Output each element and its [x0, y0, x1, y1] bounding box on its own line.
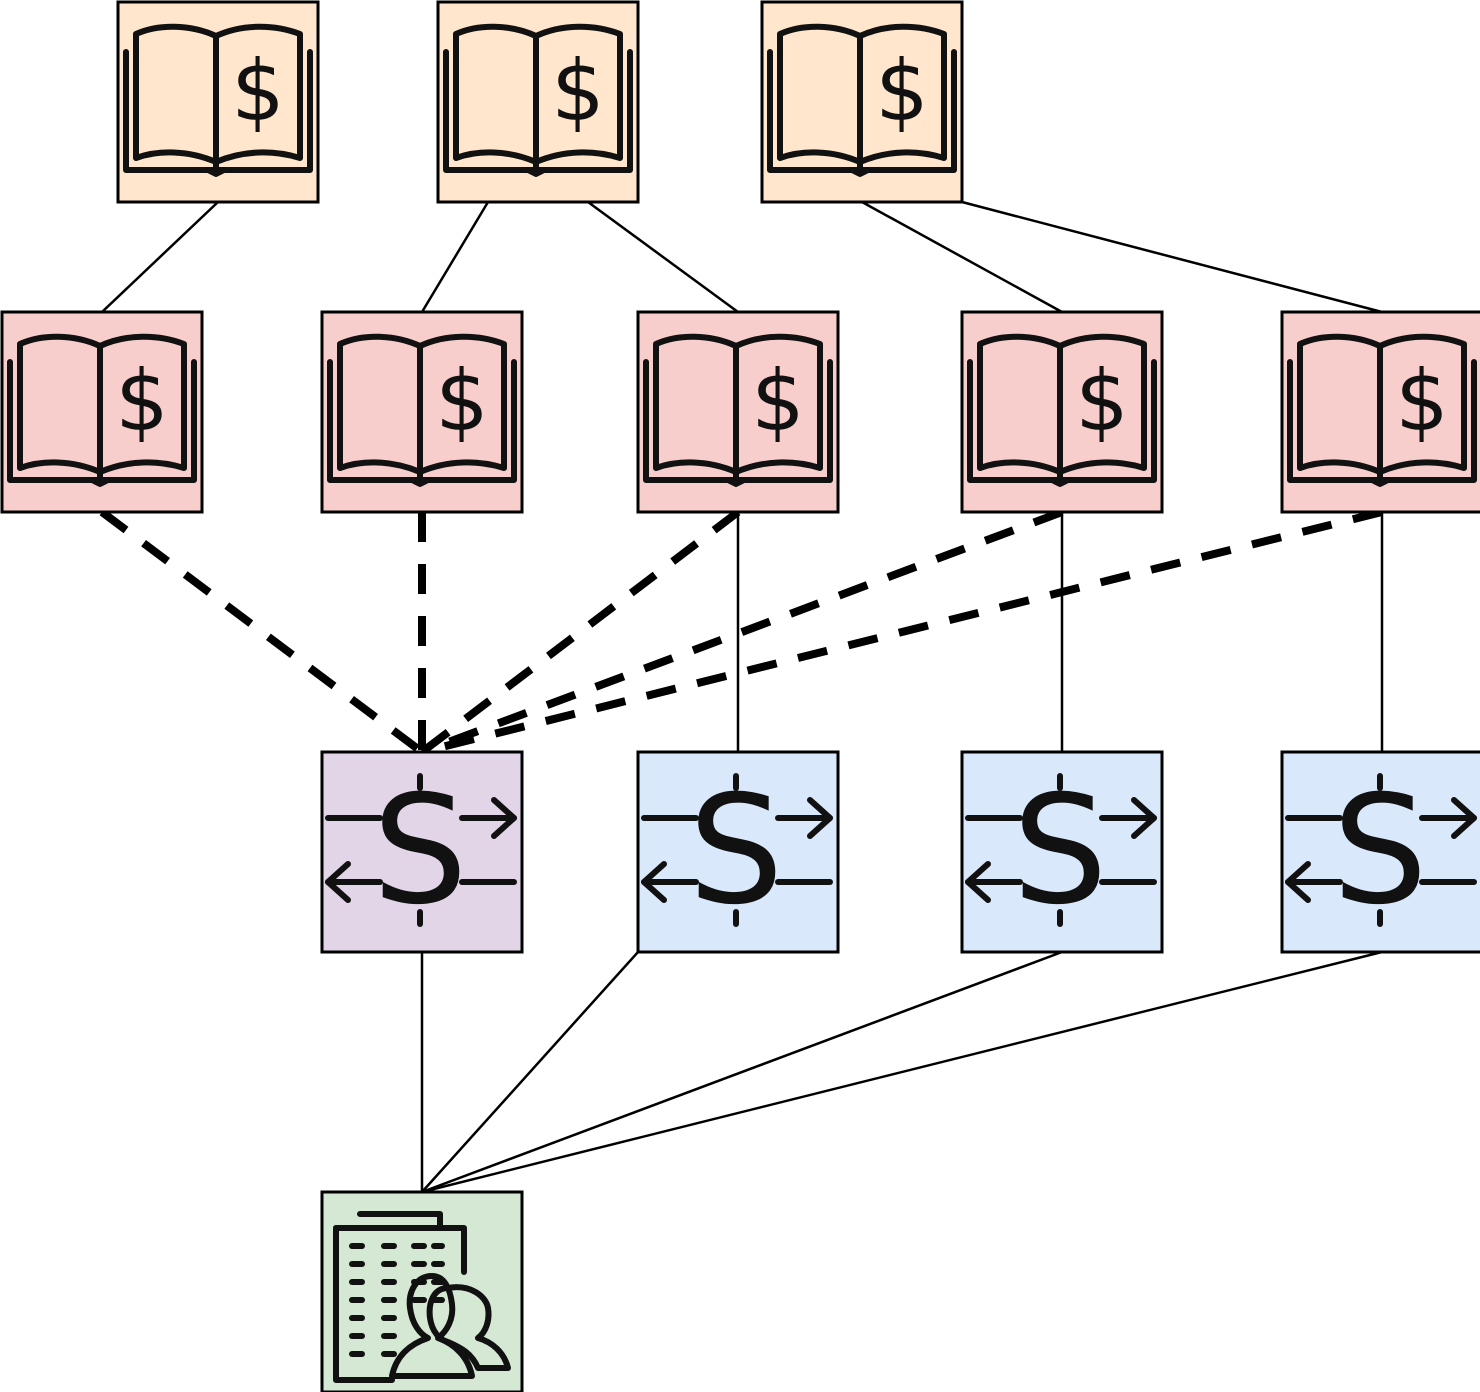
ledger-book-dollar-icon: $: [7, 333, 197, 487]
node-ledger-top-3[interactable]: $: [760, 0, 964, 204]
dollar-exchange-arrows-icon: S: [965, 764, 1157, 938]
edge-ledger-top-1-to-ledger-mid-1: [101, 201, 219, 313]
dollar-s-glyph: S: [1332, 764, 1427, 938]
edge-ledger-mid-3-to-transaction-consolidated: [419, 508, 741, 756]
edge-ledger-top-2-to-ledger-mid-2: [420, 201, 490, 313]
office-building-people-icon: [333, 1211, 511, 1383]
node-ledger-mid-5[interactable]: $: [1280, 310, 1480, 514]
dollar-sign-glyph: $: [751, 352, 804, 450]
ledger-book-dollar-icon: $: [967, 333, 1157, 487]
edge-ledger-mid-1-to-transaction-consolidated: [99, 508, 425, 756]
dollar-sign-glyph: $: [231, 42, 284, 140]
dollar-sign-glyph: $: [551, 42, 604, 140]
node-ledger-mid-1[interactable]: $: [0, 310, 204, 514]
edge-ledger-mid-4-to-transaction-consolidated: [420, 508, 1064, 756]
dollar-sign-glyph: $: [115, 352, 168, 450]
node-transaction-consolidated[interactable]: S: [320, 750, 524, 954]
edge-ledger-top-3-to-ledger-mid-4: [861, 200, 1063, 314]
dollar-exchange-arrows-icon: S: [641, 764, 833, 938]
ledger-book-dollar-icon: $: [123, 23, 313, 177]
ledger-book-dollar-icon: $: [767, 23, 957, 177]
ledger-book-dollar-icon: $: [443, 23, 633, 177]
node-ledger-top-2[interactable]: $: [436, 0, 640, 204]
ledger-book-dollar-icon: $: [643, 333, 833, 487]
edge-ledger-top-2-to-ledger-mid-3: [587, 200, 739, 314]
edges-layer: [99, 200, 1384, 1194]
dollar-s-glyph: S: [372, 764, 467, 938]
dollar-sign-glyph: $: [1395, 352, 1448, 450]
edge-transaction-3-to-entity: [421, 950, 1063, 1194]
edge-ledger-top-3-to-ledger-mid-5: [961, 200, 1383, 314]
edge-transaction-2-to-entity: [421, 951, 639, 1193]
ledger-book-dollar-icon: $: [1287, 333, 1477, 487]
node-transaction-3[interactable]: S: [960, 750, 1164, 954]
node-ledger-mid-2[interactable]: $: [320, 310, 524, 514]
dollar-sign-glyph: $: [435, 352, 488, 450]
ledger-book-dollar-icon: $: [327, 333, 517, 487]
dollar-sign-glyph: $: [1075, 352, 1128, 450]
dollar-sign-glyph: $: [875, 42, 928, 140]
node-ledger-top-1[interactable]: $: [116, 0, 320, 204]
node-entity[interactable]: [320, 1190, 524, 1392]
dollar-s-glyph: S: [1012, 764, 1107, 938]
edge-transaction-4-to-entity: [421, 950, 1383, 1194]
node-box: [320, 1190, 524, 1392]
node-ledger-mid-3[interactable]: $: [636, 310, 840, 514]
dollar-s-glyph: S: [688, 764, 783, 938]
node-ledger-mid-4[interactable]: $: [960, 310, 1164, 514]
dollar-exchange-arrows-icon: S: [1285, 764, 1477, 938]
edge-ledger-mid-5-to-transaction-consolidated: [421, 508, 1383, 756]
dollar-exchange-arrows-icon: S: [325, 764, 517, 938]
node-transaction-4[interactable]: S: [1280, 750, 1480, 954]
node-transaction-2[interactable]: S: [636, 750, 840, 954]
